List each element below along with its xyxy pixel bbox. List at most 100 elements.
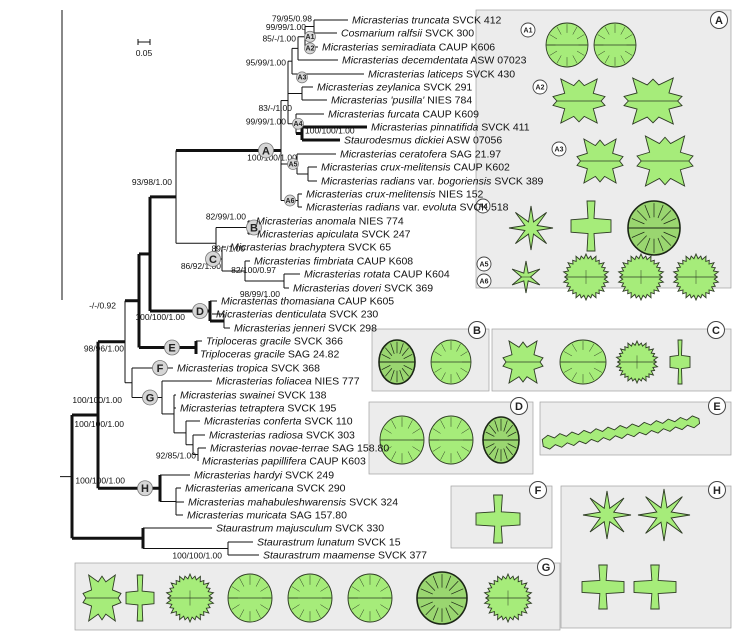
cell-image xyxy=(475,494,521,544)
cell-image xyxy=(581,564,625,610)
tip-label: Micrasterias papillifera CAUP K603 xyxy=(202,456,366,468)
tip-label: Micrasterias laticeps SVCK 430 xyxy=(368,69,515,81)
panel-d: D xyxy=(368,397,534,475)
tip-label: Micrasterias jenneri SVCK 298 xyxy=(234,323,377,335)
svg-text:A3: A3 xyxy=(298,75,307,82)
tip-label: Triploceras gracile SAG 24.82 xyxy=(200,349,339,361)
support-value: 99/99/1.00 xyxy=(246,117,286,127)
panel-label-c: C xyxy=(707,321,725,339)
cell-image xyxy=(430,339,472,385)
support-values: 79/95/0.9899/99/1.0085/-/1.0095/99/1.008… xyxy=(72,14,355,561)
support-value: 95/99/1.00 xyxy=(246,57,286,67)
cell-image xyxy=(483,572,533,624)
svg-text:E: E xyxy=(168,342,175,354)
cell-image xyxy=(669,339,691,385)
cell-image xyxy=(287,573,333,623)
tip-label: Staurastrum lunatum SVCK 15 xyxy=(257,537,401,549)
panel-label-f: F xyxy=(529,481,547,499)
svg-text:A6: A6 xyxy=(286,198,295,205)
support-value: 92/85/1.00 xyxy=(156,451,196,461)
tip-label: Micrasterias foliacea NIES 777 xyxy=(216,376,360,388)
tip-label: Micrasterias decemdentata ASW 07023 xyxy=(342,55,527,67)
cell-image xyxy=(545,22,589,68)
support-value: 100/100/1.00 xyxy=(135,312,185,322)
tip-label: Micrasterias brachyptera SVCK 65 xyxy=(230,242,391,254)
svg-text:A6: A6 xyxy=(480,279,489,286)
panel-label-a: A xyxy=(710,11,728,29)
svg-text:A4: A4 xyxy=(294,121,303,128)
svg-text:D: D xyxy=(515,401,523,413)
panel-label-h: H xyxy=(708,481,726,499)
cell-image xyxy=(593,22,637,68)
panel-label-d: D xyxy=(510,397,528,415)
cell-image xyxy=(165,572,215,624)
tip-label: Staurastrum maamense SVCK 377 xyxy=(263,550,427,562)
svg-text:A3: A3 xyxy=(555,147,564,154)
tip-label: Micrasterias radians var. bogoriensis SV… xyxy=(321,176,544,188)
scale-bar-label: 0.05 xyxy=(136,48,153,58)
tip-label: Micrasterias tetraptera SVCK 195 xyxy=(180,403,337,415)
cell-image xyxy=(559,339,607,385)
panel-label-b: B xyxy=(468,321,486,339)
tip-label: Micrasterias truncata SVCK 412 xyxy=(352,15,502,27)
svg-text:B: B xyxy=(473,325,481,337)
support-value: 85/-/1.00 xyxy=(262,33,296,43)
support-value: 99/99/1.00 xyxy=(266,22,306,32)
panel-sublabel-a5: A5 xyxy=(476,256,492,272)
cell-image xyxy=(482,416,520,464)
support-value: 83/-/1.00 xyxy=(258,103,292,113)
support-value: 82/99/1.00 xyxy=(206,212,246,222)
cell-image xyxy=(633,564,677,610)
subclade-label-a5: A5 xyxy=(287,158,299,170)
tip-label: Cosmarium ralfsii SVCK 300 xyxy=(341,28,474,40)
clade-label-h: H xyxy=(137,480,153,497)
panel-sublabel-a6: A6 xyxy=(476,273,492,289)
support-value: 100/100/1.00 xyxy=(72,395,122,405)
panel-sublabel-a1: A1 xyxy=(520,22,536,38)
svg-text:A4: A4 xyxy=(479,204,488,211)
cell-image xyxy=(508,205,554,251)
svg-text:H: H xyxy=(141,483,149,495)
cell-image xyxy=(347,573,393,623)
svg-text:A: A xyxy=(262,145,270,157)
svg-text:D: D xyxy=(196,306,204,318)
cell-image xyxy=(562,252,610,302)
clade-label-g: G xyxy=(142,389,158,406)
subclade-label-a1: A1 xyxy=(304,30,316,43)
cell-image xyxy=(125,574,155,622)
subclade-label-a4: A4 xyxy=(292,117,304,130)
svg-text:A1: A1 xyxy=(306,34,315,41)
svg-text:F: F xyxy=(157,363,164,375)
tip-label: Micrasterias thomasiana CAUP K605 xyxy=(221,296,394,308)
support-value: 100/100/1.00 xyxy=(305,126,355,136)
tip-label: Micrasterias denticulata SVCK 230 xyxy=(216,309,378,321)
support-value: 86/92/1.00 xyxy=(181,261,221,271)
cell-image xyxy=(502,340,544,384)
tip-label: Staurodesmus dickiei ASW 07056 xyxy=(344,135,502,147)
panel-c: C xyxy=(491,321,732,392)
cell-image xyxy=(227,573,273,623)
svg-text:A1: A1 xyxy=(524,28,533,35)
cell-image xyxy=(428,415,474,465)
cell-image xyxy=(552,78,606,124)
tip-label: Micrasterias zeylanica SVCK 291 xyxy=(317,82,472,94)
clade-label-a: A xyxy=(258,142,274,159)
cell-image xyxy=(576,138,624,184)
tip-label: Micrasterias furcata CAUP K609 xyxy=(328,109,479,121)
cell-image xyxy=(615,339,659,385)
svg-text:G: G xyxy=(146,392,155,404)
tip-label: Micrasterias anomala NIES 774 xyxy=(256,216,404,228)
svg-text:A5: A5 xyxy=(480,262,489,269)
clade-label-b: B xyxy=(246,219,262,236)
svg-text:C: C xyxy=(712,325,720,337)
svg-text:E: E xyxy=(713,401,720,413)
tip-label: Micrasterias semiradiata CAUP K606 xyxy=(322,42,495,54)
clade-label-f: F xyxy=(152,360,168,376)
support-value: 79/95/0.98 xyxy=(272,14,312,24)
cell-image xyxy=(672,252,720,302)
svg-text:B: B xyxy=(250,222,258,234)
tip-label: Micrasterias fimbriata CAUP K608 xyxy=(254,256,413,268)
